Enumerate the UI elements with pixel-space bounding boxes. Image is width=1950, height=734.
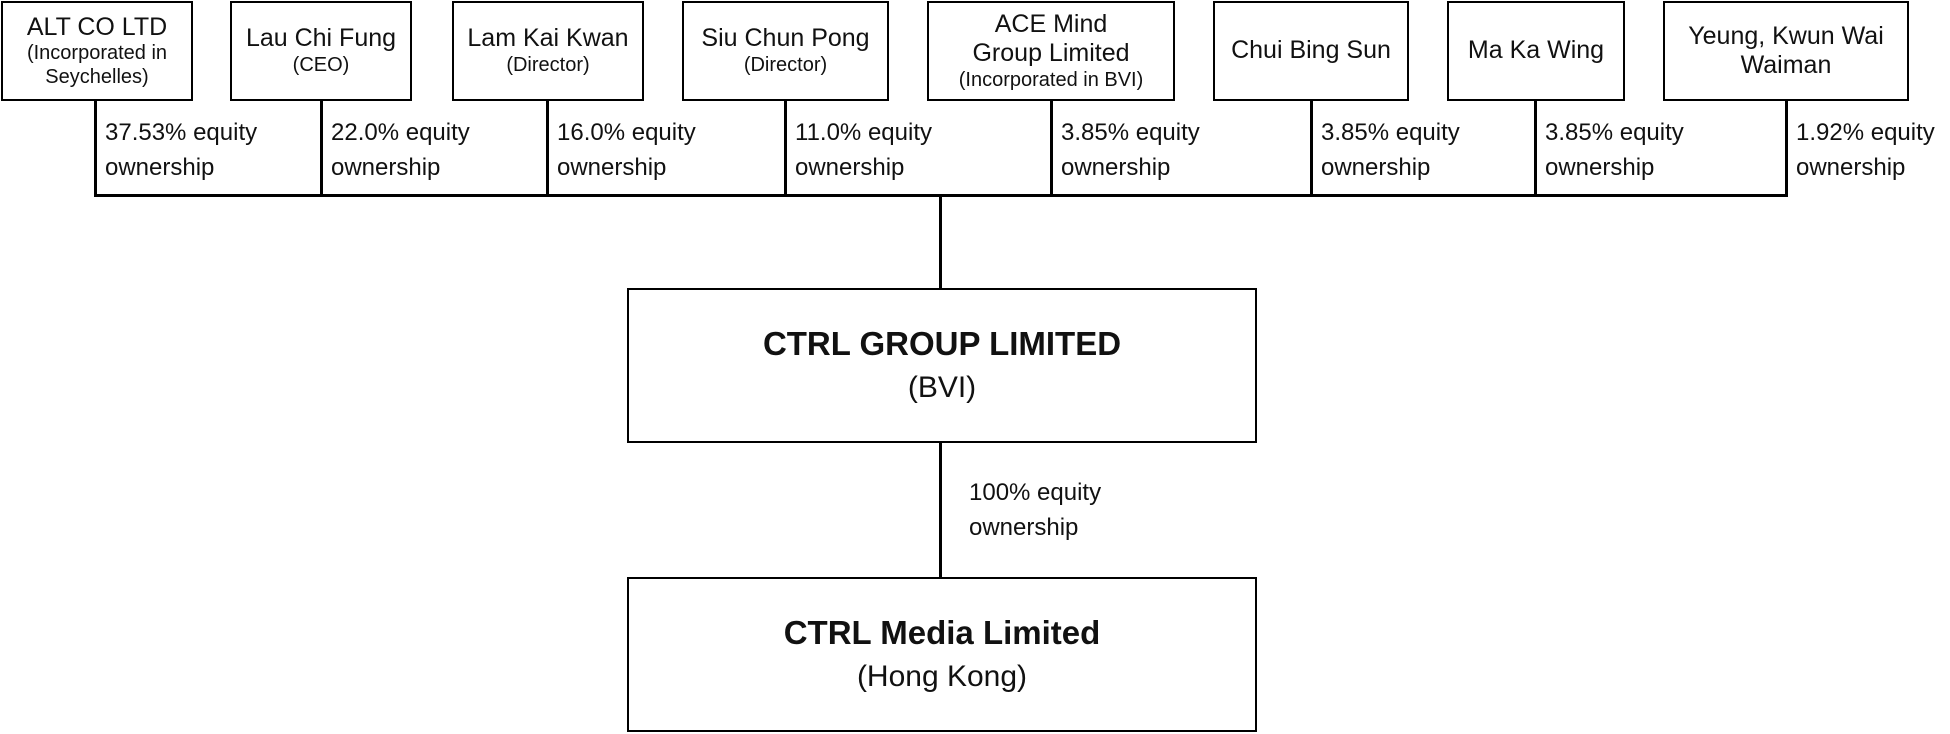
shareholder-sub: (CEO) (292, 53, 350, 76)
equity-label: 37.53% equity ownership (105, 119, 258, 181)
shareholder-sub: (Director) (506, 53, 590, 76)
equity-label: 11.0% equity ownership (795, 119, 932, 181)
connector-line (320, 101, 323, 197)
connector-line (1785, 101, 1788, 197)
shareholder-name: Yeung, Kwun Wai Waiman (1688, 21, 1884, 80)
shareholder-name: Chui Bing Sun (1231, 36, 1391, 65)
connector-line (939, 194, 942, 289)
shareholder-name: Ma Ka Wing (1467, 36, 1605, 65)
shareholder-name: ALT CO LTD (26, 12, 168, 41)
subsidiary-box: CTRL Media Limited (Hong Kong) (627, 577, 1257, 732)
parent-company-box: CTRL GROUP LIMITED (BVI) (627, 288, 1257, 443)
connector-line (1310, 101, 1313, 197)
equity-label: 22.0% equity ownership (331, 119, 470, 181)
shareholder-box-ace-mind: ACE Mind Group Limited (Incorporated in … (927, 1, 1175, 101)
shareholder-box-siu-chun-pong: Siu Chun Pong (Director) (682, 1, 889, 101)
equity-label: 16.0% equity ownership (557, 119, 696, 181)
shareholder-box-ma-ka-wing: Ma Ka Wing (1447, 1, 1625, 101)
connector-line (1050, 101, 1053, 197)
equity-label: 3.85% equity ownership (1321, 119, 1460, 181)
subsidiary-name: CTRL Media Limited (783, 614, 1101, 652)
shareholder-sub: (Incorporated in BVI) (958, 68, 1144, 91)
shareholder-sub: (Director) (743, 53, 828, 76)
shareholder-box-chui-bing-sun: Chui Bing Sun (1213, 1, 1409, 101)
parent-company-name: CTRL GROUP LIMITED (762, 325, 1122, 363)
shareholder-box-alt-co: ALT CO LTD (Incorporated in Seychelles) (1, 1, 193, 101)
shareholder-name: Siu Chun Pong (701, 24, 870, 53)
shareholder-name: Lau Chi Fung (245, 24, 397, 53)
shareholder-box-lau-chi-fung: Lau Chi Fung (CEO) (230, 1, 412, 101)
equity-label: 1.92% equity ownership (1796, 119, 1935, 181)
connector-line (939, 443, 942, 578)
connector-line (784, 101, 787, 197)
connector-line (94, 101, 97, 197)
shareholder-name: ACE Mind Group Limited (972, 9, 1130, 68)
connector-line (546, 101, 549, 197)
shareholder-box-yeung: Yeung, Kwun Wai Waiman (1663, 1, 1909, 101)
subsidiary-equity-label: 100% equity ownership (969, 479, 1102, 541)
shareholder-name: Lam Kai Kwan (467, 24, 629, 53)
connector-line (1534, 101, 1537, 197)
subsidiary-jurisdiction: (Hong Kong) (856, 660, 1028, 694)
shareholder-sub: (Incorporated in Seychelles) (26, 42, 168, 88)
shareholder-box-lam-kai-kwan: Lam Kai Kwan (Director) (452, 1, 644, 101)
equity-label: 3.85% equity ownership (1061, 119, 1200, 181)
parent-company-jurisdiction: (BVI) (907, 371, 977, 405)
equity-label: 3.85% equity ownership (1545, 119, 1684, 181)
